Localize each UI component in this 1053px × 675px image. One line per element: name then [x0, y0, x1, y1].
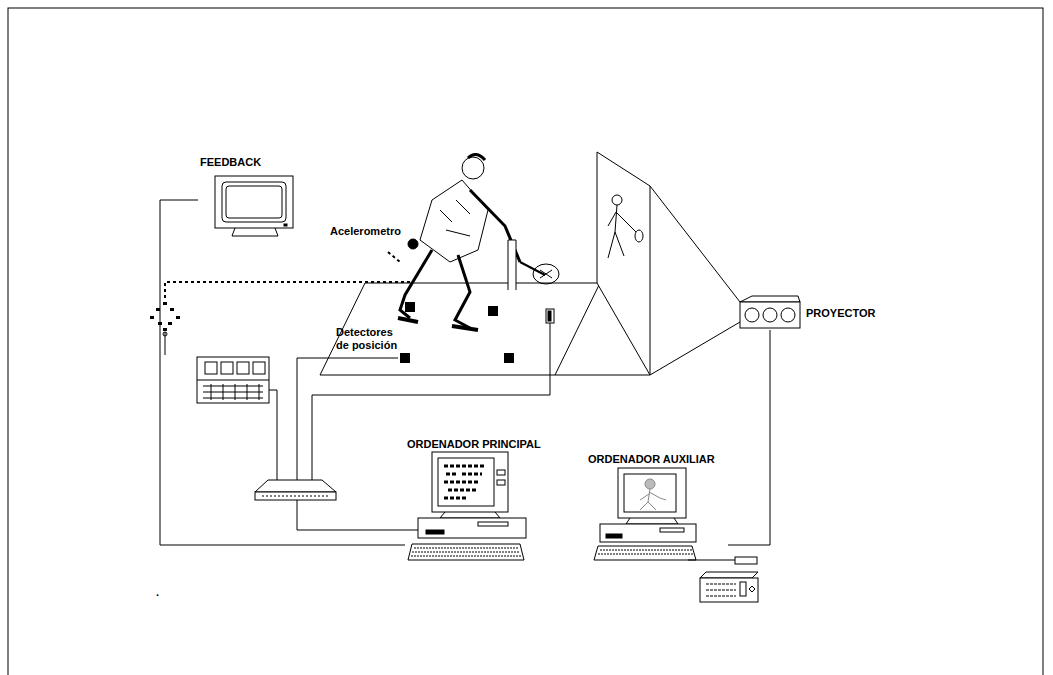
video-device	[700, 572, 758, 602]
receiver	[197, 357, 269, 403]
hub	[255, 480, 336, 500]
antenna-tip	[163, 332, 167, 336]
device-label: ORDENADOR PRINCIPAL	[407, 438, 541, 451]
sensor-pole	[508, 240, 516, 290]
projection-ray	[650, 186, 740, 375]
monitor	[215, 176, 293, 236]
cable	[728, 330, 770, 545]
cable-line	[160, 200, 405, 545]
position-detector	[400, 302, 514, 363]
part-label: .	[156, 586, 164, 599]
cable-line	[728, 330, 770, 545]
screen-figure	[608, 195, 643, 258]
part-label: Detectores de posición	[336, 326, 398, 352]
antenna	[150, 302, 180, 331]
device-label: PROYECTOR	[806, 307, 875, 320]
device-node: FEEDBACK	[198, 152, 298, 236]
telemetry-link	[165, 252, 410, 300]
accelerometer	[408, 239, 418, 249]
computer	[408, 452, 526, 560]
device-node: ORDENADOR AUXILIAR	[588, 447, 728, 563]
part-label: Acelerometro	[330, 225, 420, 238]
connector	[735, 557, 757, 564]
screen	[597, 152, 650, 375]
tennis-player	[398, 154, 559, 330]
cable	[160, 200, 405, 545]
sensor-pole	[548, 311, 551, 321]
platform	[320, 283, 600, 375]
device-label: ORDENADOR AUXILIAR	[588, 453, 715, 466]
frame	[8, 8, 1043, 675]
wire	[688, 560, 735, 561]
device-label: FEEDBACK	[200, 156, 261, 169]
projector	[740, 296, 800, 328]
antenna-wire	[165, 332, 166, 355]
wire	[269, 323, 550, 530]
floor-line	[555, 375, 650, 376]
computer	[594, 468, 696, 560]
device-node: ORDENADOR PRINCIPAL	[405, 432, 545, 564]
sensor-pole	[546, 309, 554, 323]
device-node: PROYECTOR	[738, 294, 880, 330]
